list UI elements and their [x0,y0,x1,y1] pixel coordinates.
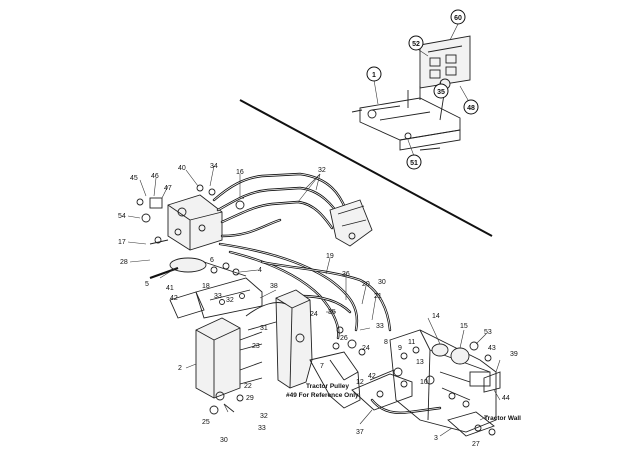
leader-lines [127,165,501,437]
svg-text:60: 60 [454,15,462,22]
control-valve [136,184,245,251]
label-5: 5 [145,281,149,288]
label-19: 19 [326,253,334,260]
svg-text:35: 35 [437,89,445,96]
label-18: 18 [202,283,210,290]
label-6: 6 [210,257,214,264]
label-27: 27 [472,441,480,448]
callout-52: 52 [408,35,424,51]
label-33-bottom: 33 [258,425,266,432]
label-24-a: 24 [310,311,318,318]
label-46: 46 [151,173,159,180]
mounting-bracket [169,277,263,319]
label-20: 20 [362,281,370,288]
label-44: 44 [502,395,510,402]
callout-35: 35 [433,83,449,99]
label-12: 12 [356,379,364,386]
svg-text:52: 52 [412,41,420,48]
label-24-b: 24 [362,345,370,352]
pulley-note-line1: Tractor Pulley [306,383,349,390]
label-9: 9 [398,345,402,352]
label-47: 47 [164,185,172,192]
label-8: 8 [384,339,388,346]
pulley-note-line2: #49 For Reference Only [286,392,359,399]
label-4: 4 [258,267,262,274]
label-38: 38 [270,283,278,290]
label-7: 7 [320,363,324,370]
label-29: 29 [246,395,254,402]
label-23: 23 [252,343,260,350]
label-32-bottom: 32 [260,413,268,420]
label-41: 41 [166,285,174,292]
tractor-wall-note: Tractor Wall [484,415,521,422]
frame-guard [245,289,313,389]
label-32-left: 32 [226,297,234,304]
hydraulic-hoses-upper [212,172,348,238]
part-number-labels: 45 46 47 40 34 16 32 54 17 28 6 5 41 42 … [118,163,518,448]
label-15: 15 [460,323,468,330]
label-40: 40 [178,165,186,172]
label-28-left: 28 [120,259,128,266]
callout-60: 60 [450,9,466,25]
inset-lever-assembly [351,23,471,157]
label-14: 14 [432,313,440,320]
label-17: 17 [118,239,126,246]
callout-1: 1 [366,66,382,82]
label-36: 36 [342,271,350,278]
label-33-mid: 33 [376,323,384,330]
label-33-left: 33 [214,293,222,300]
label-42: 42 [170,295,178,302]
callout-48: 48 [463,99,479,115]
label-3: 3 [434,435,438,442]
label-25: 25 [202,419,210,426]
label-30-top: 30 [378,279,386,286]
label-54: 54 [118,213,126,220]
label-31: 31 [260,325,268,332]
label-42-mid: 42 [368,373,376,380]
diagram-notes: Tractor Pulley #49 For Reference Only Tr… [286,383,521,422]
label-11: 11 [408,339,415,346]
label-30-bottom: 30 [220,437,228,444]
bottom-hardware [209,391,244,415]
label-13: 13 [416,359,424,366]
lower-linkage [309,351,413,411]
label-2: 2 [178,365,182,372]
label-16: 16 [236,169,244,176]
label-37: 37 [356,429,364,436]
separator-line [239,99,493,237]
hydraulic-cylinder-upper [329,199,373,247]
callout-51: 51 [406,154,422,170]
label-32-top: 32 [318,167,326,174]
label-35-main: 35 [328,309,336,316]
label-53: 53 [484,329,492,336]
label-45: 45 [130,175,138,182]
label-34: 34 [210,163,218,170]
label-22: 22 [244,383,252,390]
label-43: 43 [488,345,496,352]
svg-text:48: 48 [467,105,475,112]
label-39: 39 [510,351,518,358]
label-10: 10 [420,379,428,386]
hydraulic-hoses-lower [218,242,442,414]
label-26: 26 [340,335,348,342]
reservoir-tank [195,317,263,399]
svg-text:1: 1 [372,72,376,79]
svg-text:51: 51 [410,160,418,167]
label-21: 21 [374,293,382,300]
